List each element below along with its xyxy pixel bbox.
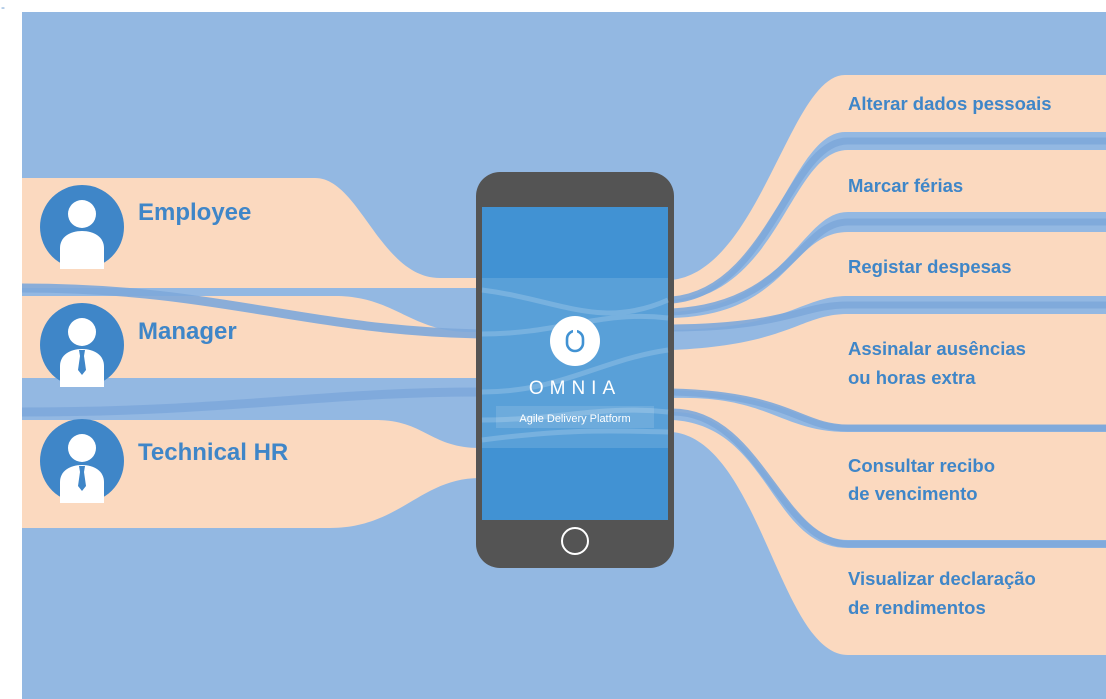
action-label-1: Alterar dados pessoais <box>848 93 1052 114</box>
action-bands <box>672 75 1106 655</box>
avatar-technical-hr <box>40 419 124 503</box>
action-band-4 <box>672 314 1106 425</box>
action-label-2: Marcar férias <box>848 175 963 196</box>
action-label-6-line-1: Visualizar declaração <box>848 568 1036 589</box>
brand-title: OMNIA <box>529 378 621 399</box>
role-label-employee: Employee <box>138 199 251 226</box>
avatar-manager <box>40 303 124 387</box>
action-label-5-line-2: de vencimento <box>848 483 978 504</box>
action-band-6 <box>672 420 1106 655</box>
avatar-employee <box>40 185 124 269</box>
brand-tagline: Agile Delivery Platform <box>519 413 630 425</box>
role-label-technical-hr: Technical HR <box>138 439 288 466</box>
action-band-5 <box>672 397 1106 540</box>
phone: OMNIA Agile Delivery Platform <box>476 172 674 568</box>
corner-mark: - <box>1 0 5 14</box>
role-band-manager <box>22 296 480 378</box>
action-ribbons <box>671 137 1106 548</box>
action-label-5-line-1: Consultar recibo <box>848 455 995 476</box>
role-label-manager: Manager <box>138 318 237 345</box>
role-ribbons <box>21 283 481 417</box>
action-label-3: Registar despesas <box>848 256 1012 277</box>
action-label-6-line-2: de rendimentos <box>848 597 986 618</box>
role-band-employee <box>22 178 480 288</box>
action-label-4-line-2: ou horas extra <box>848 367 976 388</box>
role-band-technical-hr <box>22 420 480 528</box>
omnia-logo-icon <box>550 316 600 366</box>
role-bands <box>22 178 480 528</box>
action-band-1 <box>672 75 1106 300</box>
action-label-4-line-1: Assinalar ausências <box>848 338 1026 359</box>
action-band-3 <box>672 232 1106 330</box>
action-band-2 <box>672 150 1106 312</box>
home-button[interactable] <box>561 527 589 555</box>
